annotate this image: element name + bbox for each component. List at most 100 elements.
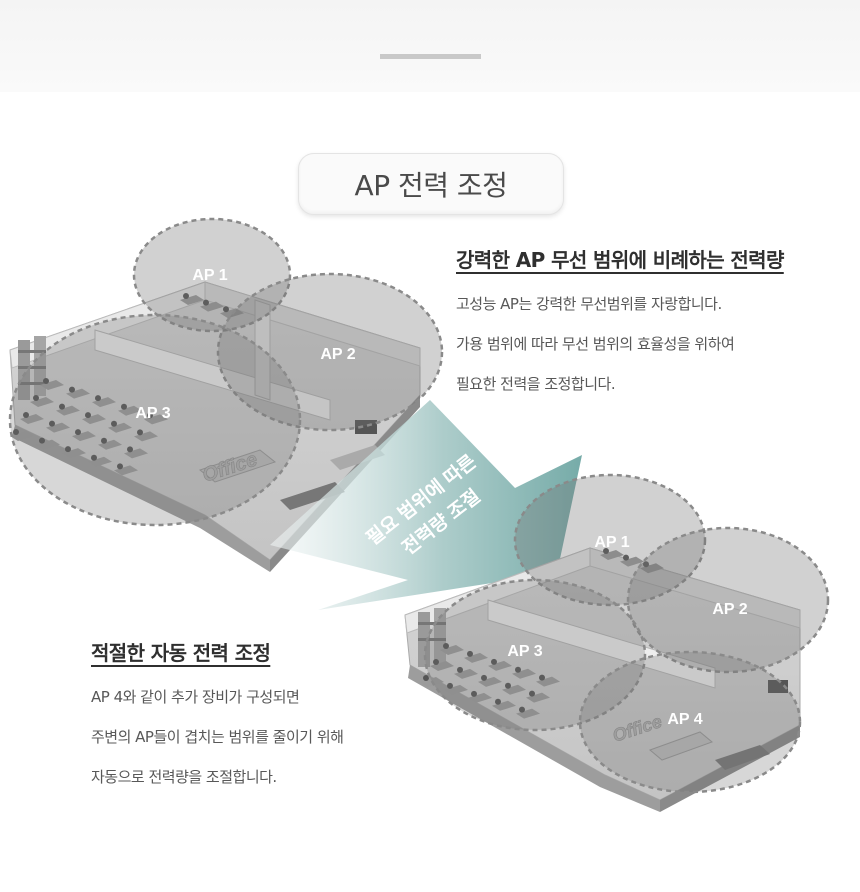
person xyxy=(91,454,97,461)
bottom-ap2-coverage xyxy=(626,526,830,674)
desk xyxy=(118,405,142,416)
person xyxy=(467,650,473,657)
desk xyxy=(200,301,224,312)
bottom-ap1-label: AP 1 xyxy=(594,534,629,551)
desk xyxy=(640,563,664,574)
bottom-office-desks xyxy=(420,548,664,719)
desk xyxy=(20,414,44,424)
bottom-description-block: 적절한 자동 전력 조정 AP 4와 같이 추가 장비가 구성되면 주변의 AP… xyxy=(91,637,344,789)
bottom-description-heading: 적절한 자동 전력 조정 xyxy=(91,641,271,665)
person xyxy=(519,706,525,713)
bottom-ap4-label: AP 4 xyxy=(667,711,702,728)
desk xyxy=(444,684,468,695)
bottom-description-line-3: 자동으로 전력량을 조절합니다. xyxy=(91,768,277,786)
person xyxy=(65,446,71,453)
top-description-heading: 강력한 AP 무선 범위에 비례하는 전력량 xyxy=(456,248,784,272)
top-description-block: 강력한 AP 무선 범위에 비례하는 전력량 고성능 AP는 강력한 무선범위를… xyxy=(456,244,784,396)
desk xyxy=(536,676,560,687)
desk xyxy=(108,422,132,433)
bottom-ap1-coverage xyxy=(513,473,707,607)
desk xyxy=(488,660,512,671)
top-coverage-areas xyxy=(8,217,444,527)
person xyxy=(603,548,609,554)
person xyxy=(111,420,117,427)
person xyxy=(423,675,429,681)
desk xyxy=(40,380,64,390)
top-description-line-3: 필요한 전력을 조정합니다. xyxy=(456,375,616,393)
header-band xyxy=(0,0,860,92)
transition-arrow: 필요 범위에 따른 전력량 조절 xyxy=(270,400,582,610)
header-divider-bar xyxy=(380,54,481,59)
arrow-shape xyxy=(270,400,582,610)
person xyxy=(495,698,501,705)
top-ap3-label: AP 3 xyxy=(135,405,170,422)
person xyxy=(127,446,133,453)
bottom-coverage-areas xyxy=(423,473,830,794)
desk xyxy=(440,645,464,655)
desk xyxy=(430,661,454,671)
desk xyxy=(30,397,54,407)
desk xyxy=(46,422,70,433)
bottom-ap2-label: AP 2 xyxy=(712,601,747,618)
desk xyxy=(454,668,478,679)
person xyxy=(223,306,229,313)
desk xyxy=(468,692,492,703)
bottom-office-slab-right xyxy=(660,725,800,812)
desk xyxy=(620,556,644,567)
desk xyxy=(134,431,158,442)
person xyxy=(183,293,189,299)
desk xyxy=(98,439,122,450)
person xyxy=(443,643,449,649)
top-ap1-label: AP 1 xyxy=(192,267,227,284)
top-description-line-2: 가용 범위에 따라 무선 범위의 효율성을 위하여 xyxy=(456,335,735,353)
top-ap2-label: AP 2 xyxy=(320,346,355,363)
desk xyxy=(36,439,60,450)
bottom-office-shelves xyxy=(418,608,446,667)
person xyxy=(101,437,107,444)
top-office-reception xyxy=(198,420,385,510)
top-office-desks xyxy=(10,293,244,476)
person xyxy=(643,561,649,568)
top-office-shelves xyxy=(18,336,46,400)
person xyxy=(49,420,55,427)
desk xyxy=(72,431,96,442)
bottom-office-partition xyxy=(487,599,716,689)
person xyxy=(623,554,629,561)
person xyxy=(539,674,545,681)
person xyxy=(433,659,439,665)
desk xyxy=(92,397,116,408)
person xyxy=(529,690,535,697)
bottom-description-line-1: AP 4와 같이 추가 장비가 구성되면 xyxy=(91,688,300,706)
person xyxy=(137,429,143,436)
desk xyxy=(502,684,526,695)
top-office-partition xyxy=(94,329,331,421)
desk xyxy=(144,414,168,425)
bottom-ap-labels: AP 1 AP 2 AP 3 AP 4 xyxy=(507,534,747,728)
person xyxy=(59,403,65,410)
person xyxy=(203,299,209,306)
person xyxy=(39,437,45,444)
person xyxy=(75,429,81,436)
top-ap1-coverage xyxy=(132,217,292,333)
person xyxy=(447,682,453,689)
person xyxy=(481,674,487,681)
person xyxy=(471,690,477,697)
top-office-partition-2 xyxy=(254,299,271,401)
desk xyxy=(62,448,86,459)
desk xyxy=(516,708,540,719)
person xyxy=(505,682,511,689)
person xyxy=(33,395,39,401)
bottom-ap4-coverage xyxy=(578,650,802,794)
desk xyxy=(600,550,624,560)
top-ap-labels: AP 1 AP 2 AP 3 xyxy=(135,267,355,422)
person xyxy=(85,412,91,419)
top-description-line-1: 고성능 AP는 강력한 무선범위를 자랑합니다. xyxy=(456,295,722,313)
desk xyxy=(56,405,80,416)
desk xyxy=(10,431,34,441)
section-title-pill: AP 전력 조정 xyxy=(298,153,564,215)
bottom-office: Office xyxy=(404,547,801,812)
person xyxy=(95,395,101,402)
desk xyxy=(66,388,90,399)
bottom-office-reception xyxy=(649,680,788,770)
desk xyxy=(180,295,204,305)
